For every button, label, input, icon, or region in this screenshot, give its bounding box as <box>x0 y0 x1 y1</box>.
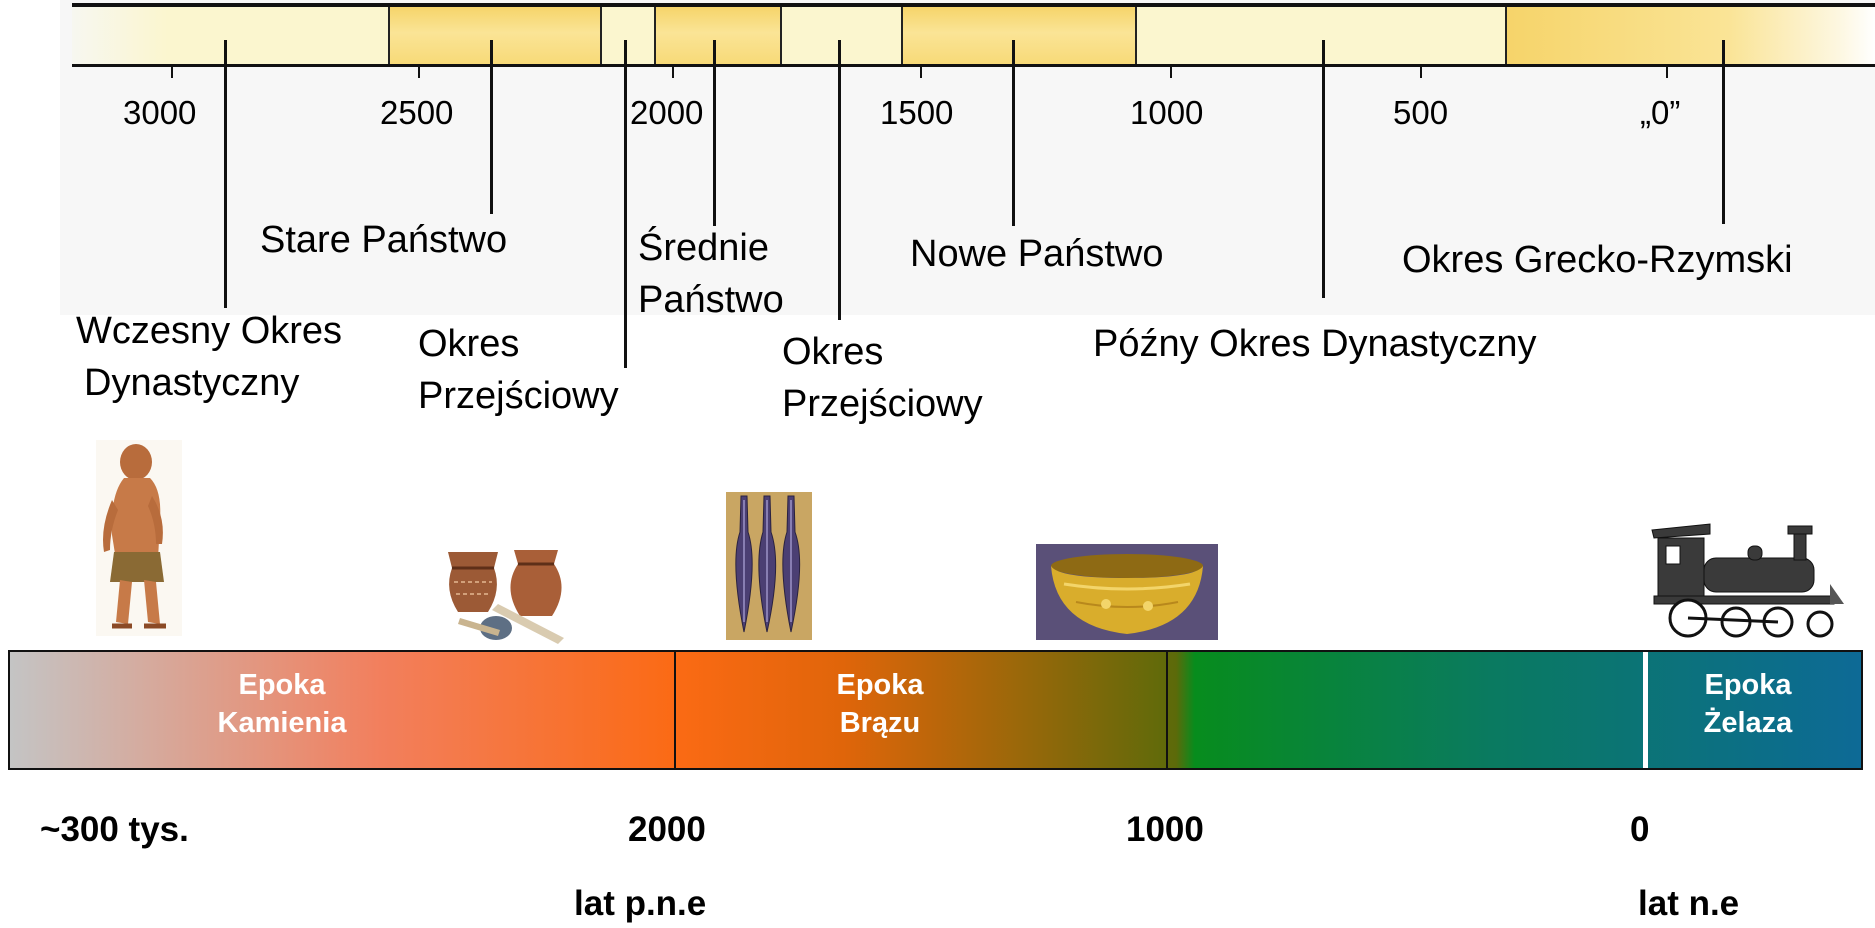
steam-locomotive-icon <box>1644 514 1848 642</box>
label-line: Dynastyczny <box>76 357 342 409</box>
clay-pots-icon <box>440 538 582 644</box>
ages-axis-bc: lat p.n.e <box>574 884 706 924</box>
period-label-greco-roman: Okres Grecko-Rzymski <box>1402 234 1793 286</box>
period-label-first-intermediate: Okres Przejściowy <box>418 318 619 422</box>
axis-tick <box>171 64 173 78</box>
period-marker <box>1722 40 1725 224</box>
period-marker <box>1322 40 1325 298</box>
year-label: 2000 <box>630 94 703 132</box>
band-segment-early <box>72 7 388 64</box>
band-segment-middle-kingdom <box>654 7 780 64</box>
period-label-early-dynastic: Wczesny Okres Dynastyczny <box>76 305 342 409</box>
label-line: Epoka <box>790 666 970 704</box>
label-line: Kamienia <box>192 704 372 742</box>
year-label: „0” <box>1640 94 1680 132</box>
band-segment-new-kingdom <box>901 7 1135 64</box>
year-label: 1000 <box>1130 94 1203 132</box>
axis-tick <box>920 64 922 78</box>
period-marker <box>224 40 227 308</box>
timeline-top-border <box>72 3 1875 7</box>
ages-axis-zero: 0 <box>1630 810 1649 850</box>
period-marker <box>624 40 627 368</box>
label-line: Państwo <box>638 274 784 326</box>
label-line: Epoka <box>192 666 372 704</box>
label-line: Epoka <box>1658 666 1838 704</box>
ages-band: Epoka Kamienia Epoka Brązu Epoka Żelaza <box>8 650 1863 770</box>
ages-axis-start: ~300 tys. <box>40 810 189 850</box>
label-line: Brązu <box>790 704 970 742</box>
label-line: Przejściowy <box>418 370 619 422</box>
era-zero-divider <box>1643 652 1648 768</box>
year-label: 2500 <box>380 94 453 132</box>
year-label: 500 <box>1393 94 1448 132</box>
period-marker <box>1012 40 1015 226</box>
band-segment-late-period <box>1135 7 1505 64</box>
timeline-axis <box>72 64 1875 67</box>
label-line: Wczesny Okres <box>76 305 342 357</box>
label-line: Okres <box>782 326 983 378</box>
ages-axis-1000: 1000 <box>1126 810 1204 850</box>
period-marker <box>713 40 716 226</box>
primitive-man-icon <box>96 440 182 636</box>
period-label-middle-kingdom: Średnie Państwo <box>638 222 784 326</box>
ages-axis-ad: lat n.e <box>1638 884 1739 924</box>
bronze-spearheads-icon <box>726 492 812 640</box>
bronze-age-label: Epoka Brązu <box>790 666 970 742</box>
golden-bowl-icon <box>1036 544 1218 640</box>
band-segment-greco-roman <box>1505 7 1875 64</box>
timeline-band <box>72 7 1875 64</box>
period-label-new-kingdom: Nowe Państwo <box>910 228 1163 280</box>
band-segment-first-intermediate <box>600 7 654 64</box>
axis-tick <box>672 64 674 78</box>
stone-age-label: Epoka Kamienia <box>192 666 372 742</box>
axis-tick <box>418 64 420 78</box>
period-marker <box>838 40 841 320</box>
iron-age-label: Epoka Żelaza <box>1658 666 1838 742</box>
period-label-second-intermediate: Okres Przejściowy <box>782 326 983 430</box>
label-line: Przejściowy <box>782 378 983 430</box>
bronze-age-start-divider <box>674 652 676 768</box>
label-line: Okres <box>418 318 619 370</box>
iron-age-divider <box>1166 652 1168 768</box>
year-label: 1500 <box>880 94 953 132</box>
label-line: Żelaza <box>1658 704 1838 742</box>
band-segment-old-kingdom <box>388 7 600 64</box>
period-label-late-period: Późny Okres Dynastyczny <box>1093 318 1536 370</box>
period-marker <box>490 40 493 214</box>
year-label: 3000 <box>123 94 196 132</box>
axis-tick <box>1420 64 1422 78</box>
axis-tick <box>1170 64 1172 78</box>
label-line: Średnie <box>638 222 784 274</box>
ages-axis-2000: 2000 <box>628 810 706 850</box>
period-label-old-kingdom: Stare Państwo <box>260 214 507 266</box>
axis-tick <box>1666 64 1668 78</box>
